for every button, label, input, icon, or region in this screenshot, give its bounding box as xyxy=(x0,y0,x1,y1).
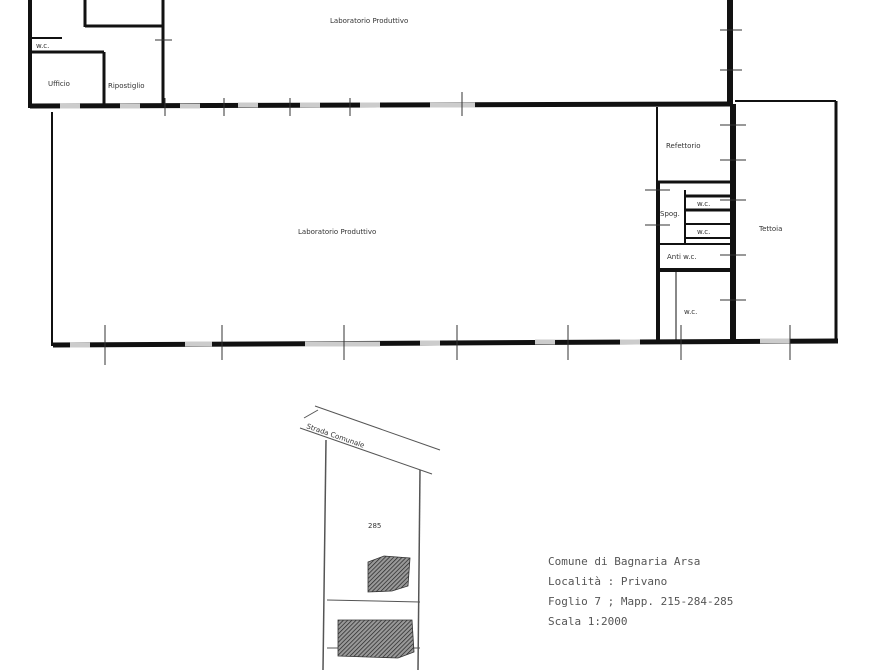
room-label-tettoia: Tettoia xyxy=(758,225,782,233)
legend-foglio: Foglio 7 ; Mapp. 215-284-285 xyxy=(548,595,734,608)
building-footprint-lower xyxy=(337,619,415,659)
room-label-refettorio: Refettorio xyxy=(666,142,701,150)
room-label-ripostiglio: Ripostiglio xyxy=(108,82,145,90)
legend-scala: Scala 1:2000 xyxy=(548,615,628,628)
room-label-wc-c: w.c. xyxy=(684,308,697,316)
main-building xyxy=(51,100,839,348)
room-label-wc-a: w.c. xyxy=(697,200,710,208)
upper-wall-openings xyxy=(60,102,475,109)
title-block: Comune di Bagnaria Arsa Località : Priva… xyxy=(548,552,848,632)
room-label-wc-top: w.c. xyxy=(36,42,49,50)
main-wall-ticks xyxy=(104,124,791,365)
room-label-spogliatoio: Spog. xyxy=(660,210,680,218)
lot-label: 285 xyxy=(368,522,381,530)
legend-comune: Comune di Bagnaria Arsa xyxy=(548,555,701,568)
road-label: Strada Comunale xyxy=(305,422,365,449)
main-wall-openings xyxy=(70,338,790,348)
room-label-wc-b: w.c. xyxy=(697,228,710,236)
room-label-laboratorio-top: Laboratorio Produttivo xyxy=(330,17,408,25)
room-label-anti-wc: Anti w.c. xyxy=(667,253,697,261)
room-label-laboratorio-main: Laboratorio Produttivo xyxy=(298,228,376,236)
building-footprint-upper xyxy=(367,555,411,593)
upper-wall-ticks xyxy=(155,29,742,116)
legend-localita: Località : Privano xyxy=(548,575,668,588)
room-label-ufficio: Ufficio xyxy=(48,80,70,88)
